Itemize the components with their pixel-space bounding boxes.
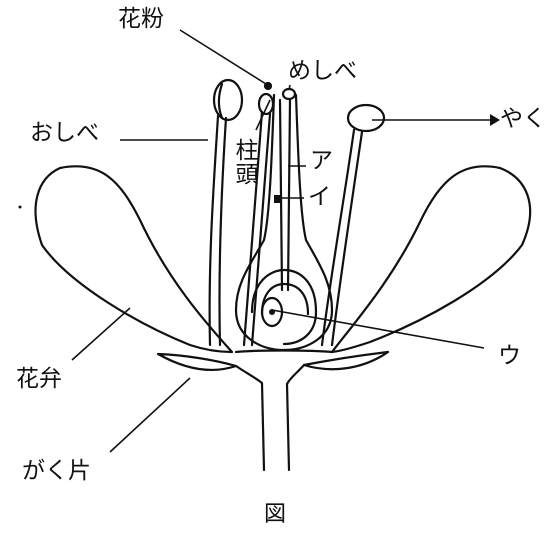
figure-caption: 図 bbox=[264, 504, 286, 526]
stigma-bulb bbox=[283, 89, 295, 99]
left-filament bbox=[210, 116, 218, 345]
receptacle bbox=[236, 366, 264, 470]
ovule-dot bbox=[269, 309, 275, 315]
label-petal: 花弁 bbox=[16, 368, 62, 391]
label-i: イ bbox=[308, 186, 331, 209]
arrow-anther bbox=[490, 114, 500, 126]
pistil-inner-left bbox=[280, 100, 282, 290]
label-stamen: おしべ bbox=[30, 122, 99, 145]
label-stigma: 柱頭 bbox=[232, 138, 255, 186]
label-pollen: 花粉 bbox=[118, 8, 164, 31]
left-sepal bbox=[158, 354, 236, 370]
leader-u bbox=[272, 310, 484, 348]
leader-pistil bbox=[289, 85, 290, 90]
pistil-inner-right bbox=[288, 100, 290, 290]
label-a: ア bbox=[310, 150, 333, 173]
label-anther: やく bbox=[500, 108, 546, 131]
left-filament-2 bbox=[219, 118, 226, 345]
left-petal bbox=[36, 166, 232, 352]
right-sepal bbox=[304, 352, 388, 369]
receptacle-right bbox=[287, 365, 304, 470]
style-mark bbox=[274, 195, 280, 203]
right-petal bbox=[332, 166, 530, 352]
right-anther bbox=[348, 105, 384, 131]
label-u: ウ bbox=[498, 345, 521, 368]
leader-sepal bbox=[110, 378, 190, 452]
leader-pollen bbox=[180, 30, 266, 84]
inner-left-anther bbox=[259, 94, 273, 114]
label-pistil: めしべ bbox=[288, 60, 357, 83]
stray-mark bbox=[19, 206, 22, 209]
label-sepal: がく片 bbox=[22, 460, 91, 483]
leader-petal bbox=[72, 308, 130, 360]
